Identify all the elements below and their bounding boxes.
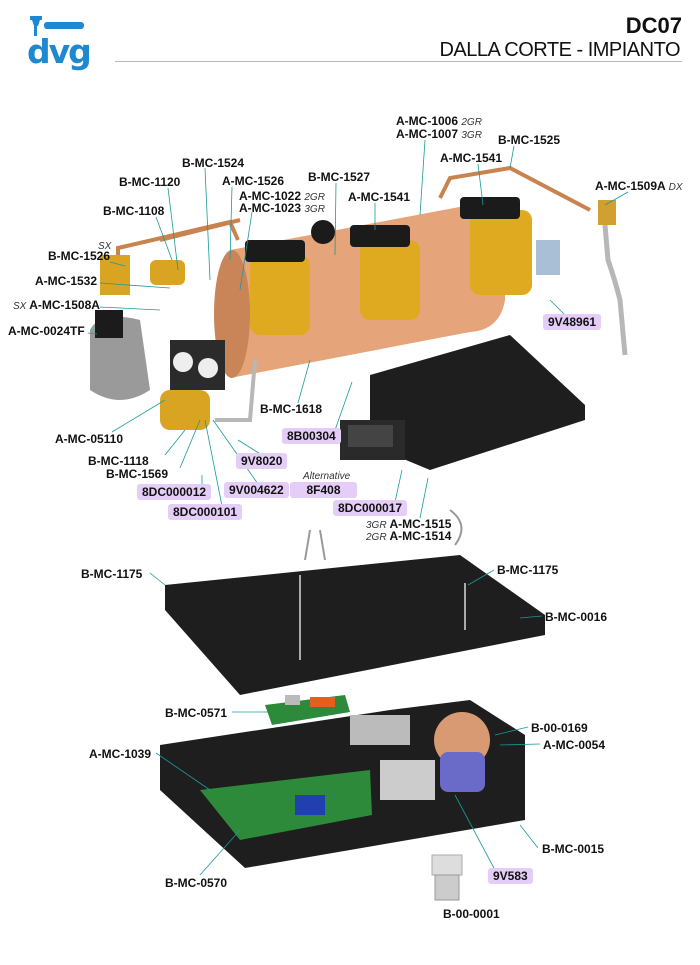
tap-logo-icon (30, 16, 84, 36)
leader-lines (87, 139, 629, 876)
code-badge: 9V583 (488, 868, 533, 884)
cable-gland (431, 854, 463, 901)
part-label: A-MC-1526 (222, 174, 285, 188)
steam-wand (602, 224, 628, 356)
logo-text: dvg (27, 32, 92, 71)
part-label: A-MC-1022 2GR (239, 189, 325, 203)
code-badge: 8F408 (290, 482, 357, 498)
header-divider (115, 61, 682, 62)
page-title: DALLA CORTE - IMPIANTO (439, 39, 680, 61)
part-label: B-MC-0016 (545, 610, 608, 624)
code-badge: 8B00304 (282, 428, 341, 444)
code-badge: 9V48961 (543, 314, 602, 330)
pump-assembly (90, 255, 257, 430)
alternative-note: Alternative (303, 471, 351, 482)
clips (304, 509, 463, 561)
part-label: B-MC-0570 (165, 876, 228, 890)
steam-valve (598, 200, 616, 225)
part-label: A-MC-1006 2GR (396, 114, 482, 128)
part-label: A-MC-05110 (55, 432, 124, 446)
code-badge: 8DC000101 (168, 504, 243, 520)
base-box (160, 700, 525, 868)
part-label: A-MC-0024TF (8, 324, 85, 338)
code-badge: 9V8020 (236, 453, 288, 469)
code-badge: 8DC000012 (137, 484, 212, 500)
part-label: B-MC-1175 (497, 563, 559, 577)
code-badge: 9V004622 (224, 482, 289, 498)
part-label: B-MC-1525 (498, 133, 561, 147)
part-label: A-MC-0054 (543, 738, 606, 752)
part-label: A-MC-1532 (35, 274, 98, 288)
part-label: 2GR A-MC-1514 (366, 529, 452, 543)
part-label: B-MC-0015 (542, 842, 605, 856)
part-label: B-MC-1118 (88, 454, 149, 468)
part-label: B-00-0001 (443, 907, 500, 921)
part-label: A-MC-1541 (348, 190, 411, 204)
part-label: B-00-0169 (531, 721, 588, 735)
control-box (340, 335, 585, 470)
page-code: DC07 (625, 13, 682, 38)
group-heads (245, 197, 560, 335)
part-label: A-MC-1509A DX (595, 179, 683, 193)
lid (165, 555, 545, 695)
part-label: B-MC-1526 (48, 249, 111, 263)
part-label: A-MC-1023 3GR (239, 201, 325, 215)
part-label: A-MC-1039 (89, 747, 152, 761)
part-label: B-MC-1120 (119, 175, 181, 189)
part-label: B-MC-1108 (103, 204, 165, 218)
part-label: B-MC-1569 (106, 467, 169, 481)
part-label: B-MC-1524 (182, 156, 245, 170)
part-label: SX A-MC-1508A (13, 298, 100, 312)
part-label: B-MC-1175 (81, 567, 143, 581)
part-label: B-MC-1618 (260, 402, 323, 416)
part-label: B-MC-1527 (308, 170, 371, 184)
part-label: 3GR A-MC-1515 (366, 517, 452, 531)
part-label: B-MC-0571 (165, 706, 228, 720)
pcb (265, 695, 350, 725)
part-label: A-MC-1007 3GR (396, 127, 482, 141)
code-badge: 8DC000017 (333, 500, 408, 516)
part-label-qualifier: SX (98, 241, 112, 252)
part-label: A-MC-1541 (440, 151, 503, 165)
